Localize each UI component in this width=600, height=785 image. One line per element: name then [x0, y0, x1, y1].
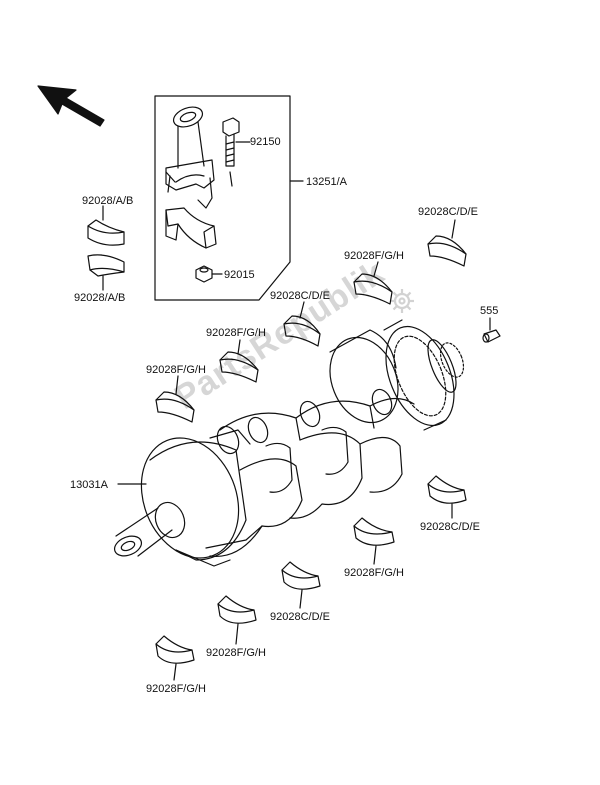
bearing-shell-ab-top — [87, 205, 125, 246]
rod-assembly-frame — [154, 95, 291, 301]
label-bearing-fgh-mid-left: 92028F/G/H — [206, 327, 266, 339]
rod-bolt — [222, 117, 251, 187]
label-bearing-cde-lower-right: 92028C/D/E — [420, 521, 480, 533]
bearing-shell-fgh-bottom — [155, 635, 195, 681]
bearing-shell-ab-bottom — [87, 254, 125, 291]
label-rod-nut: 92015 — [224, 269, 255, 281]
label-bearing-ab-top: 92028/A/B — [82, 195, 134, 207]
label-bearing-cde-bottom-mid: 92028C/D/E — [270, 611, 330, 623]
crankshaft-gear — [383, 319, 465, 431]
label-rod-bolt: 92150 — [250, 136, 281, 148]
bearing-shell-cde-lower-right — [427, 475, 467, 519]
bearing-shell-fgh-bottom-mid — [217, 595, 257, 645]
label-pin: 555 — [480, 305, 499, 317]
label-bearing-ab-bottom: 92028/A/B — [74, 292, 126, 304]
label-crankshaft: 13031A — [70, 479, 108, 491]
bearing-shell-fgh-upper — [353, 261, 393, 305]
label-bearing-cde-upper-mid: 92028C/D/E — [270, 290, 330, 302]
label-bearing-cde-top-right: 92028C/D/E — [418, 206, 478, 218]
label-bearing-fgh-lower-right: 92028F/G/H — [344, 567, 404, 579]
bearing-shell-fgh-mid-left — [219, 339, 259, 383]
rod-nut — [195, 265, 223, 283]
crankshaft — [113, 329, 415, 567]
bearing-shell-cde-bottom-mid — [281, 561, 321, 609]
label-bearing-fgh-bottom-mid: 92028F/G/H — [206, 647, 266, 659]
rod-cap — [165, 207, 217, 249]
bearing-shell-fgh-left — [155, 375, 195, 423]
front-arrow-icon — [37, 85, 105, 127]
crankshaft-pin — [482, 317, 501, 343]
label-bearing-fgh-bottom: 92028F/G/H — [146, 683, 206, 695]
bearing-shell-fgh-lower-right — [353, 517, 395, 565]
connecting-rod — [165, 106, 215, 209]
gear-icon — [390, 289, 414, 313]
bearing-shell-cde-upper-mid — [283, 301, 321, 347]
label-bearing-fgh-upper: 92028F/G/H — [344, 250, 404, 262]
label-rod-assembly: 13251/A — [306, 176, 347, 188]
label-bearing-fgh-left: 92028F/G/H — [146, 364, 206, 376]
bearing-shell-cde-top-right — [427, 219, 467, 267]
